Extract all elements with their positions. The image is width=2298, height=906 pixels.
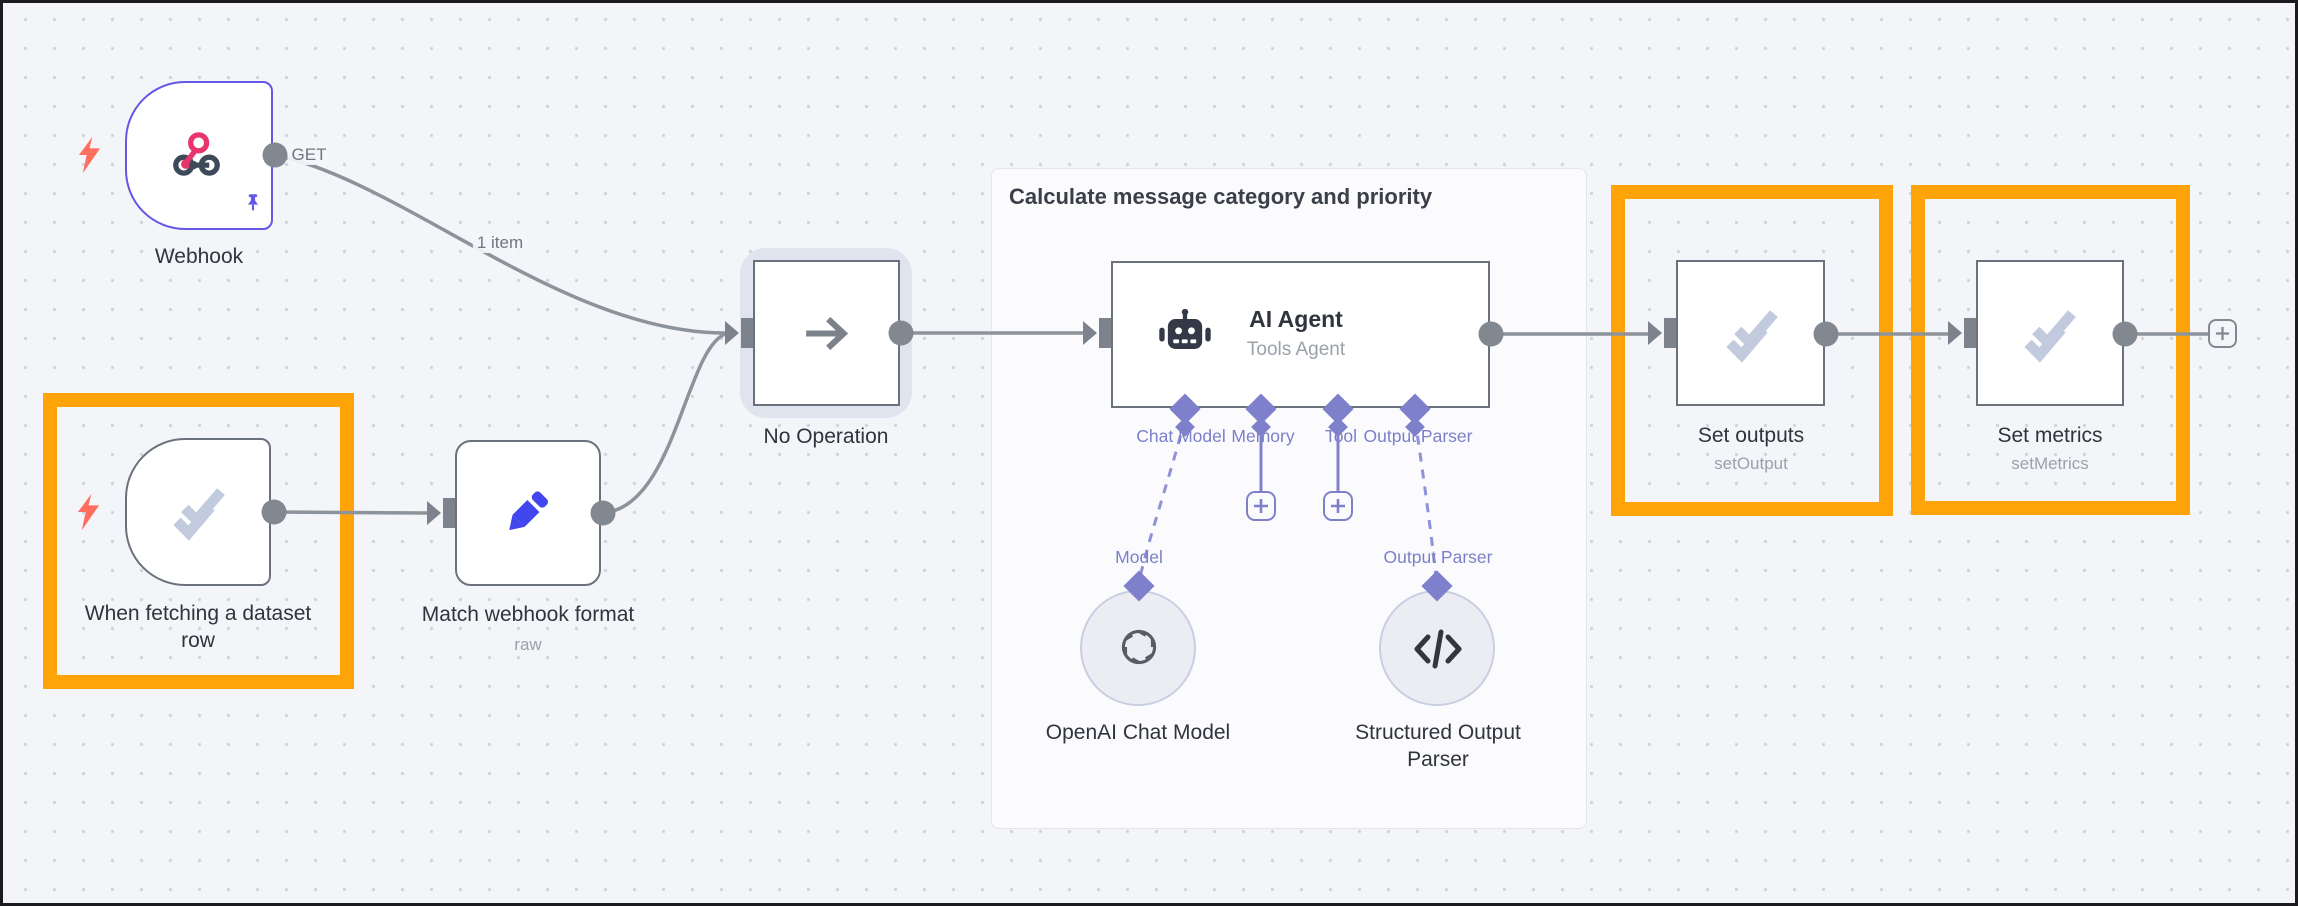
node-label-match-format: Match webhook format <box>421 603 635 626</box>
connection-match-noop <box>602 332 726 515</box>
highlight-box-dataset-trigger <box>43 393 354 689</box>
port-label-chat-model: Chat Model <box>1136 426 1226 446</box>
node-label-webhook: Webhook <box>154 245 244 268</box>
node-label-structured-parser: Structured Output Parser <box>1355 721 1521 771</box>
double-check-icon <box>2024 310 2076 363</box>
webhook-icon <box>173 132 220 176</box>
highlight-box-set-outputs <box>1611 185 1893 516</box>
subnode-port-label-model: Model <box>1115 547 1163 567</box>
add-tool-button[interactable] <box>1323 491 1353 521</box>
node-label-dataset-trigger: When fetching a dataset row <box>84 602 312 652</box>
arrow-right-icon <box>806 316 849 351</box>
node-webhook[interactable] <box>125 81 273 230</box>
node-label-set-outputs: Set outputs <box>1697 424 1805 447</box>
node-subtitle-set-metrics: setMetrics <box>2011 454 2089 473</box>
add-node-button[interactable] <box>2208 319 2237 348</box>
openai-icon <box>1121 629 1157 665</box>
plus-icon <box>1254 499 1268 513</box>
port-label-output-parser: Output Parser <box>1363 426 1473 446</box>
connection-items-label: 1 item <box>472 233 528 253</box>
input-port-match-format <box>443 498 455 528</box>
port-label-tool: Tool <box>1324 426 1358 446</box>
node-subtitle-ai-agent: Tools Agent <box>1246 339 1346 360</box>
code-icon <box>1414 629 1462 669</box>
input-arrow-icon <box>427 501 441 525</box>
pencil-icon <box>509 491 548 531</box>
trigger-bolt-icon <box>77 493 100 531</box>
double-check-icon <box>1726 310 1778 363</box>
add-memory-button[interactable] <box>1246 491 1276 521</box>
input-arrow-icon <box>725 321 739 345</box>
port-label-memory: Memory <box>1231 426 1295 446</box>
subnode-port-label-output-parser: Output Parser <box>1383 547 1493 567</box>
robot-icon <box>1159 308 1211 349</box>
trigger-bolt-icon <box>78 136 101 174</box>
node-label-ai-agent: AI Agent <box>1249 306 1343 332</box>
group-title: Calculate message category and priority <box>1009 184 1433 209</box>
plus-icon <box>1331 499 1345 513</box>
pin-icon <box>248 194 258 211</box>
double-check-icon <box>173 488 225 541</box>
plus-icon <box>2215 326 2230 341</box>
output-method-label: GET <box>287 145 331 165</box>
node-subtitle-match-format: raw <box>514 635 542 654</box>
highlight-box-set-metrics <box>1911 185 2190 515</box>
node-subtitle-set-outputs: setOutput <box>1714 454 1788 473</box>
node-label-no-operation: No Operation <box>763 425 889 448</box>
node-label-openai-chat-model: OpenAI Chat Model <box>1045 721 1231 744</box>
node-label-set-metrics: Set metrics <box>1997 424 2103 447</box>
